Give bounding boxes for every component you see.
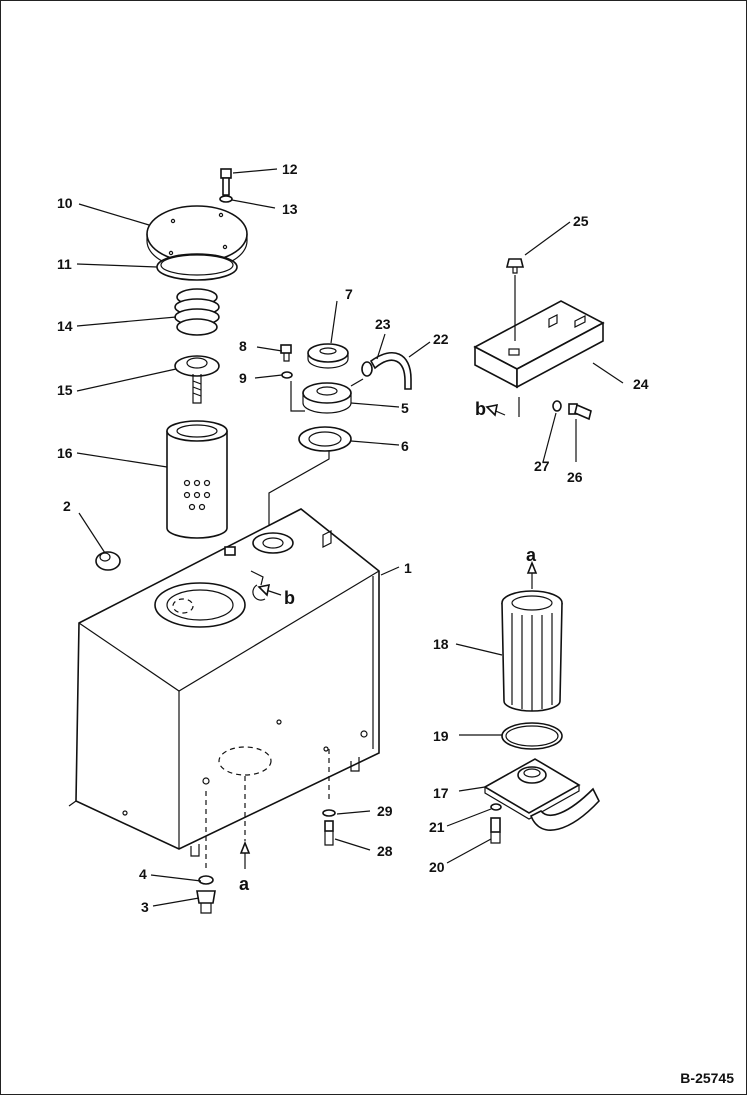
drain-plug-part bbox=[196, 791, 216, 914]
callout-5: 5 bbox=[401, 400, 409, 416]
return-filter-part bbox=[483, 590, 600, 844]
flow-letters: a a b b bbox=[239, 399, 537, 894]
callout-27: 27 bbox=[534, 458, 550, 474]
callout-19: 19 bbox=[433, 728, 449, 744]
callout-4: 4 bbox=[139, 866, 147, 882]
callout-13: 13 bbox=[282, 201, 298, 217]
callout-14: 14 bbox=[57, 318, 73, 334]
filter-cover-part bbox=[146, 168, 248, 281]
callout-22: 22 bbox=[433, 331, 449, 347]
callout-11: 11 bbox=[57, 256, 72, 272]
callout-6: 6 bbox=[401, 438, 409, 454]
callout-16: 16 bbox=[57, 445, 73, 461]
callout-15: 15 bbox=[57, 382, 73, 398]
hose-part bbox=[361, 351, 412, 390]
leader-lines bbox=[76, 168, 624, 907]
bypass-valve-part bbox=[174, 355, 220, 404]
callout-2: 2 bbox=[63, 498, 71, 514]
callout-17: 17 bbox=[433, 785, 449, 801]
callout-labels: 1 2 3 4 5 6 7 8 9 10 11 12 13 14 15 16 1… bbox=[57, 161, 649, 915]
callout-21: 21 bbox=[429, 819, 445, 835]
callout-8: 8 bbox=[239, 338, 247, 354]
mount-bolt-part bbox=[322, 749, 336, 846]
callout-28: 28 bbox=[377, 843, 393, 859]
breather-part bbox=[95, 551, 121, 571]
drawing-reference-number: B-25745 bbox=[680, 1070, 734, 1086]
callout-10: 10 bbox=[57, 195, 73, 211]
flow-arrows bbox=[239, 403, 538, 869]
callout-7: 7 bbox=[345, 286, 353, 302]
callout-25: 25 bbox=[573, 213, 589, 229]
callout-9: 9 bbox=[239, 370, 247, 386]
callout-23: 23 bbox=[375, 316, 391, 332]
callout-12: 12 bbox=[282, 161, 298, 177]
flow-label-a-bottom: a bbox=[239, 874, 250, 894]
flow-label-b-tank: b bbox=[284, 588, 295, 608]
hydraulic-tank bbox=[68, 508, 380, 857]
flow-label-a-top: a bbox=[526, 545, 537, 565]
filler-assembly bbox=[268, 343, 364, 526]
callout-1: 1 bbox=[404, 560, 412, 576]
callout-20: 20 bbox=[429, 859, 445, 875]
callout-24: 24 bbox=[633, 376, 649, 392]
callout-29: 29 bbox=[377, 803, 393, 819]
flow-label-b-box: b bbox=[475, 399, 486, 419]
sensor-box-part bbox=[473, 258, 605, 421]
spring-part bbox=[174, 288, 220, 336]
callout-26: 26 bbox=[567, 469, 583, 485]
callout-3: 3 bbox=[141, 899, 149, 915]
strainer-part bbox=[166, 420, 228, 539]
callout-18: 18 bbox=[433, 636, 449, 652]
